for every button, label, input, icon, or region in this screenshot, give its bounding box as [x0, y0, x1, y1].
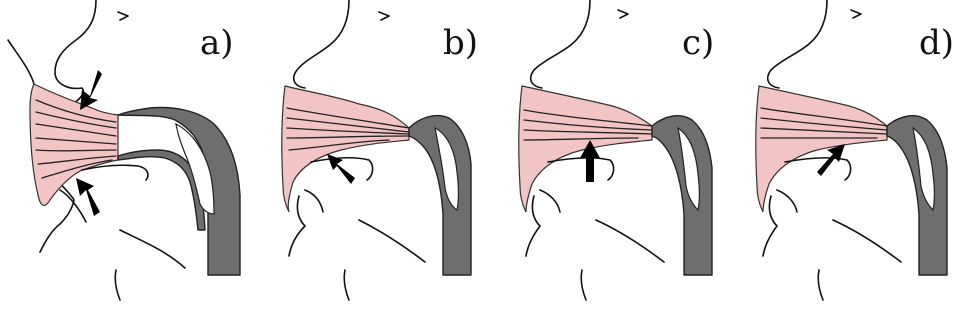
neck-outline: [344, 220, 425, 300]
brow-mark: [118, 12, 128, 20]
brow-mark: [618, 10, 628, 18]
panel-a-label: a): [200, 26, 234, 60]
panel-c: c): [478, 0, 717, 322]
neck-outline: [581, 220, 664, 300]
panel-c-label: c): [682, 26, 714, 60]
panel-d-label: d): [919, 26, 954, 60]
tongue-outline: [777, 158, 851, 212]
panel-b: b): [239, 0, 478, 322]
brow-mark: [379, 12, 389, 20]
brow-mark: [851, 10, 861, 18]
tongue-outline: [540, 158, 614, 212]
lip-tissue: [756, 86, 887, 212]
back-of-head: [8, 40, 34, 84]
neck-outline: [115, 230, 185, 300]
panel-b-label: b): [443, 26, 478, 60]
neck-outline: [818, 220, 901, 300]
panel-a: a): [0, 0, 239, 322]
panel-d: d): [717, 0, 956, 322]
